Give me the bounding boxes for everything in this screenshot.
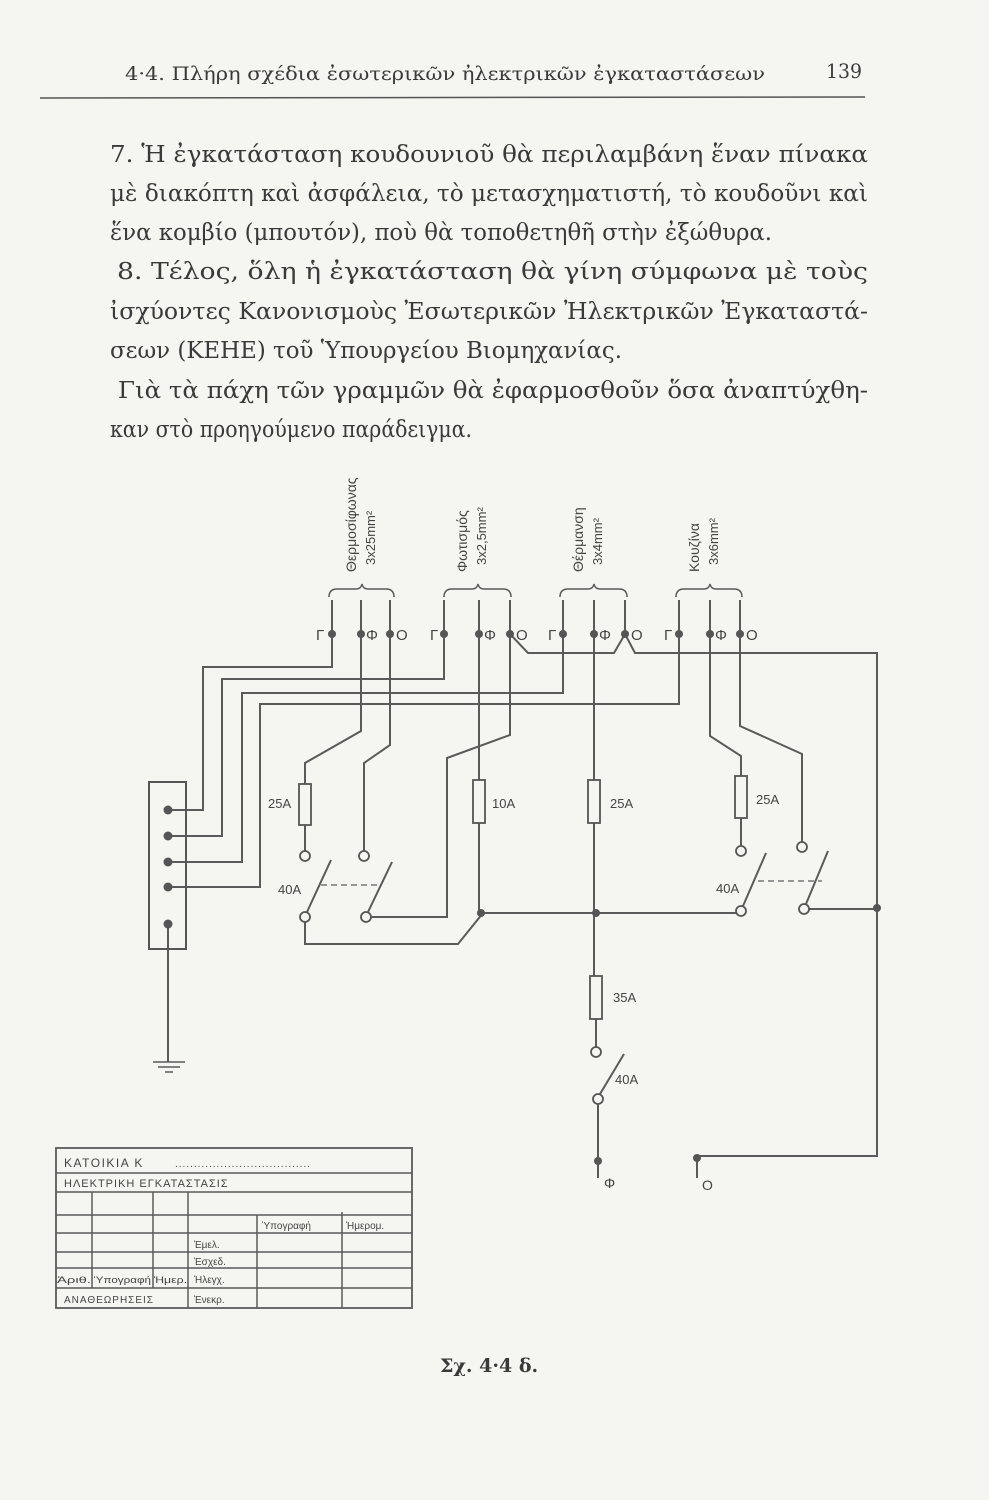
svg-text:25A: 25A: [268, 796, 291, 811]
revision-signature-header: Ὑπογραφή: [94, 1275, 151, 1285]
group-braces: [328, 583, 743, 598]
breaker-water-heater: 40A: [278, 850, 393, 923]
revision-date-header: Ἡμερ.: [154, 1275, 187, 1285]
svg-text:35A: 35A: [613, 990, 636, 1005]
body-line: ἰσχύοντες Κανονισμοὺς Ἐσωτερικῶν Ἠλεκτρι…: [110, 299, 868, 325]
svg-text:25A: 25A: [610, 796, 633, 811]
title-block-dots: ....................................: [175, 1159, 311, 1170]
breaker-main: 40A: [590, 1046, 638, 1105]
svg-text:25A: 25A: [756, 792, 779, 807]
earth-bus-bar: [148, 781, 187, 950]
title-block-subtitle: ΗΛΕΚΤΡΙΚΗ ΕΓΚΑΤΑΣΤΑΣΙΣ: [64, 1178, 229, 1190]
date-header: Ἡμερομ.: [346, 1221, 384, 1232]
title-block: ΚΑΤΟΙΚΙΑ Κ .............................…: [55, 1147, 413, 1309]
svg-text:10A: 10A: [492, 796, 515, 811]
fuse-heating: 25A: [587, 779, 633, 824]
svg-text:Ο: Ο: [516, 627, 528, 644]
svg-text:Φωτισμός: Φωτισμός: [454, 510, 470, 572]
running-header: 4·4. Πλήρη σχέδια ἐσωτερικῶν ἠλεκτρικῶν …: [125, 63, 765, 85]
fuse-kitchen: 25A: [734, 775, 779, 819]
terminal-dots: [328, 630, 881, 1165]
svg-text:Γ: Γ: [430, 627, 438, 644]
svg-text:3x4mm²: 3x4mm²: [590, 517, 605, 565]
svg-text:Θέρμανση: Θέρμανση: [570, 507, 586, 572]
body-line: 7. Ἡ ἐγκατάσταση κουδουνιοῦ θὰ περιλαμβά…: [110, 142, 868, 168]
svg-text:3x2,5mm²: 3x2,5mm²: [474, 507, 489, 565]
title-block-title: ΚΑΤΟΙΚΙΑ Κ: [64, 1156, 144, 1170]
svg-text:Κουζίνα: Κουζίνα: [686, 523, 702, 572]
supply-neutral-label: Ο: [702, 1177, 713, 1193]
role-approved: Ἐνεκρ.: [194, 1295, 225, 1306]
body-line: Γιὰ τὰ πάχη τῶν γραμμῶν θὰ ἐφαρμοσθοῦν ὅ…: [118, 378, 868, 404]
circuit-label-heating: Θέρμανση 3x4mm²: [570, 507, 605, 572]
svg-text:Φ: Φ: [484, 627, 496, 644]
body-text: 7. Ἡ ἐγκατάσταση κουδουνιοῦ θὰ περιλαμβά…: [110, 142, 868, 443]
svg-text:Γ: Γ: [664, 627, 672, 644]
ground-icon: [153, 1061, 185, 1073]
fuse-water-heater: 25A: [268, 783, 312, 826]
role-checked: Ἠλεγχ.: [194, 1275, 225, 1286]
terminal-labels: Γ Φ Ο Γ Φ Ο Γ Φ Ο Γ Φ Ο: [316, 627, 758, 644]
signature-header: Ὑπογραφή: [262, 1220, 311, 1232]
svg-text:40A: 40A: [615, 1072, 638, 1087]
svg-text:3x25mm²: 3x25mm²: [363, 510, 378, 565]
role-drawn: Ἐμελ.: [194, 1240, 220, 1251]
supply-phase-label: Φ: [604, 1175, 615, 1191]
body-line: σεων (ΚΕΗΕ) τοῦ Ὑπουργείου Βιομηχανίας.: [110, 338, 622, 364]
fuse-main: 35A: [589, 975, 636, 1020]
breaker-kitchen: 40A: [716, 841, 829, 917]
body-line: μὲ διακόπτη καὶ ἀσφάλεια, τὸ μετασχηματι…: [110, 181, 868, 207]
svg-text:Φ: Φ: [715, 627, 727, 644]
body-line: 8. Τέλος, ὅλη ἡ ἐγκατάσταση θὰ γίνη σύμφ…: [117, 259, 868, 285]
svg-text:3x6mm²: 3x6mm²: [706, 517, 721, 565]
body-line: καν στὸ προηγούμενο παράδειγμα.: [110, 417, 472, 443]
svg-text:40A: 40A: [278, 882, 301, 897]
svg-text:Φ: Φ: [599, 627, 611, 644]
svg-text:Ο: Ο: [631, 627, 643, 644]
svg-text:40A: 40A: [716, 881, 739, 896]
body-line: ἕνα κομβίο (μπουτόν), ποὺ θὰ τοποθετηθῆ …: [110, 220, 772, 246]
svg-text:Θερμοσίφωνας: Θερμοσίφωνας: [343, 477, 359, 572]
role-designed: Ἐσχεδ.: [194, 1257, 226, 1268]
svg-text:Φ: Φ: [366, 627, 378, 644]
revision-number-header: Ἀριθ.: [57, 1275, 91, 1285]
revisions-label: ΑΝΑΘΕΩΡΗΣΕΙΣ: [64, 1295, 154, 1306]
circuit-label-lighting: Φωτισμός 3x2,5mm²: [454, 507, 489, 572]
figure-caption: Σχ. 4·4 δ.: [440, 1355, 538, 1377]
header-rule: [39, 96, 866, 99]
wiring-diagram: Θερμοσίφωνας 3x25mm² Φωτισμός 3x2,5mm² Θ…: [148, 477, 881, 1193]
wires: [167, 600, 878, 1178]
svg-text:Ο: Ο: [746, 627, 758, 644]
fuse-lighting: 10A: [472, 779, 515, 824]
circuit-label-kitchen: Κουζίνα 3x6mm²: [686, 517, 721, 572]
circuit-label-water-heater: Θερμοσίφωνας 3x25mm²: [343, 477, 378, 572]
page-number: 139: [826, 59, 862, 83]
svg-text:Ο: Ο: [396, 627, 408, 644]
svg-text:Γ: Γ: [316, 627, 324, 644]
svg-text:Γ: Γ: [548, 627, 556, 644]
